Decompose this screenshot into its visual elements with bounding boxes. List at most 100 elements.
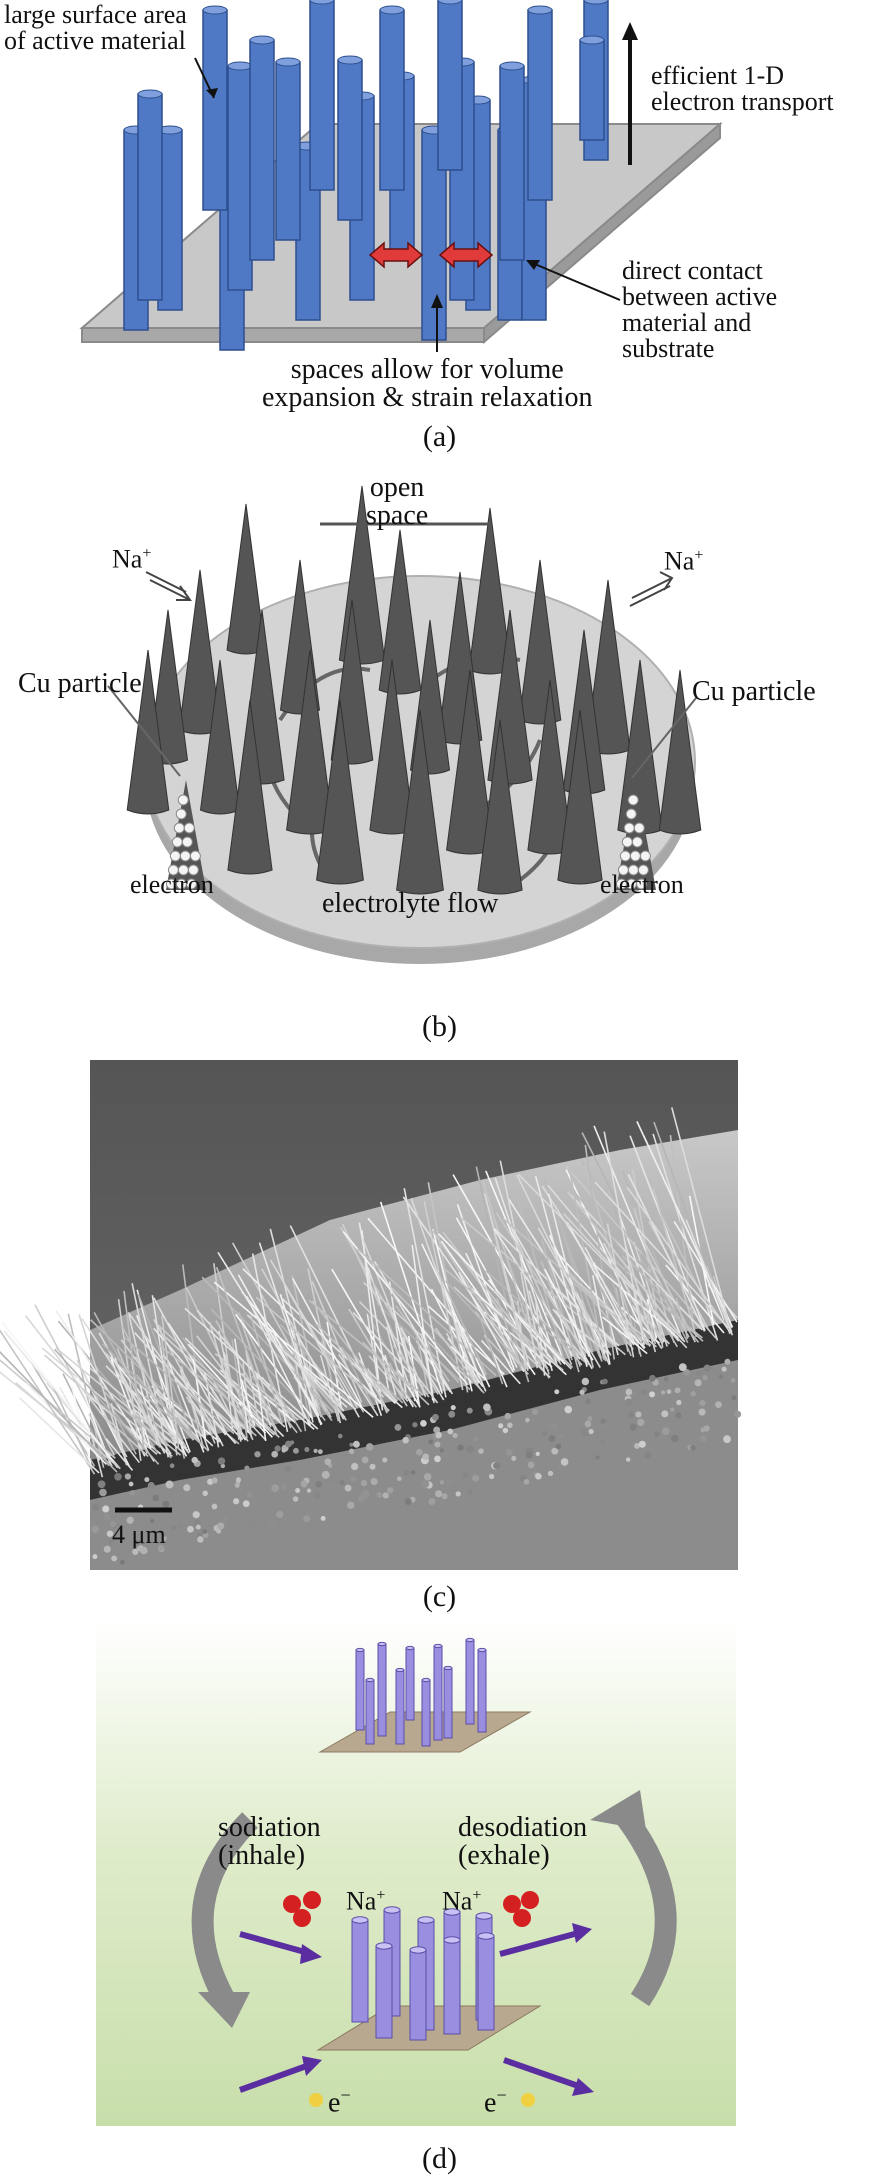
nanowire-rod <box>579 35 605 141</box>
sem-grain <box>352 1440 360 1448</box>
sem-nanowire <box>438 1271 488 1375</box>
nanocone <box>557 709 603 885</box>
sem-grain <box>349 1442 354 1447</box>
sem-grain <box>124 1473 132 1480</box>
nanocone <box>396 709 444 895</box>
sem-grain <box>483 1403 491 1412</box>
sem-grain <box>579 1389 585 1395</box>
sem-nanowire <box>636 1121 734 1328</box>
cu-particle <box>185 878 197 890</box>
sem-grain <box>320 1515 326 1521</box>
sem-nanowire <box>87 1413 113 1467</box>
sem-grain <box>542 1431 548 1437</box>
sem-nanowire <box>445 1280 527 1370</box>
sem-grain <box>132 1539 141 1547</box>
sem-grain <box>666 1389 672 1394</box>
sem-nanowire <box>514 1189 565 1359</box>
sem-nanowire <box>110 1358 148 1454</box>
sem-grain <box>563 1425 570 1432</box>
nanowire-rod <box>202 5 228 211</box>
sem-nanowire <box>192 1359 207 1439</box>
sem-grain <box>721 1366 727 1372</box>
sem-grain <box>410 1470 416 1475</box>
sem-grain <box>111 1555 118 1562</box>
sem-grain <box>348 1448 355 1455</box>
sem-nanowire <box>258 1242 322 1426</box>
sem-grain <box>194 1519 202 1527</box>
sem-grain <box>162 1536 167 1541</box>
sem-gap <box>90 1320 738 1500</box>
sem-nanowire <box>494 1234 529 1372</box>
sem-grain <box>191 1456 198 1464</box>
sem-nanowire <box>592 1275 611 1365</box>
sem-nanowire <box>15 1382 113 1467</box>
sem-grain <box>421 1479 430 1488</box>
desodiation-curve <box>611 1803 677 2007</box>
sem-nanowire <box>440 1240 536 1376</box>
sem-nanowire <box>603 1242 655 1342</box>
sem-nanowire <box>627 1174 706 1332</box>
cu-particle <box>637 864 649 876</box>
sem-nanowire <box>374 1353 418 1408</box>
cu-particle <box>639 850 651 862</box>
contact-pointer <box>529 261 621 301</box>
sem-grain <box>625 1388 633 1396</box>
sem-nanowire <box>478 1316 504 1385</box>
sem-nanowire <box>161 1315 180 1450</box>
label-na-left-d: Na+ <box>346 1886 386 1916</box>
sem-grain <box>660 1390 666 1395</box>
nanocone <box>227 699 273 875</box>
nanocone <box>477 719 523 895</box>
panel-a: large surface area of active material ef… <box>0 0 879 460</box>
sem-grain <box>560 1458 569 1466</box>
sem-nanowire <box>218 1330 240 1432</box>
sem-nanowire <box>452 1174 561 1363</box>
caption-a: (a) <box>422 420 457 453</box>
sem-nanowire <box>320 1341 365 1413</box>
sem-grain <box>690 1445 696 1451</box>
nanowire-rod <box>337 55 363 221</box>
label-na-left: Na+ <box>112 544 152 574</box>
sem-grain <box>428 1498 436 1505</box>
cu-particle <box>181 836 193 848</box>
label-desodiation: desodiation (exhale) <box>458 1812 588 1871</box>
sem-grain <box>317 1449 323 1455</box>
rod <box>477 1647 487 1733</box>
sem-grain <box>292 1496 299 1502</box>
sem-nanowire <box>62 1373 110 1467</box>
sem-grain <box>157 1544 164 1551</box>
sem-nanowire <box>685 1219 734 1336</box>
sem-grain <box>450 1405 456 1411</box>
sem-grain <box>350 1462 359 1471</box>
sem-nanowire <box>592 1263 679 1339</box>
sem-grain <box>108 1538 115 1546</box>
sem-nanowire <box>652 1188 698 1338</box>
nanowire-rod <box>527 5 553 201</box>
sem-grain <box>416 1448 423 1456</box>
label-na-right-d: Na+ <box>442 1886 482 1916</box>
rod <box>405 1645 415 1721</box>
sem-nanowire <box>159 1344 262 1427</box>
sem-nanowire <box>217 1251 318 1412</box>
nanowire-rod <box>437 0 463 171</box>
sem-nanowire <box>475 1166 522 1368</box>
sem-nanowire <box>675 1297 689 1340</box>
sem-substrate <box>90 1360 738 1570</box>
label-direct-contact: direct contact between active material a… <box>622 256 778 363</box>
sem-grain <box>694 1379 702 1387</box>
sem-grain <box>696 1370 702 1376</box>
sem-grain <box>321 1470 330 1479</box>
sem-nanowire <box>520 1271 539 1369</box>
sem-grain <box>472 1474 480 1482</box>
sem-grain <box>402 1456 410 1464</box>
sem-grain <box>254 1451 261 1458</box>
panel-d: sodiation (inhale) desodiation (exhale) … <box>0 1620 879 2184</box>
sem-nanowire <box>373 1261 454 1395</box>
na-arrow-right <box>629 571 674 607</box>
sem-nanowire <box>135 1315 191 1453</box>
sem-nanowire <box>81 1318 172 1455</box>
sem-nanowire <box>55 1310 155 1462</box>
sem-nanowire <box>598 1230 680 1334</box>
sem-nanowire <box>362 1239 427 1398</box>
sem-grain <box>493 1462 501 1470</box>
